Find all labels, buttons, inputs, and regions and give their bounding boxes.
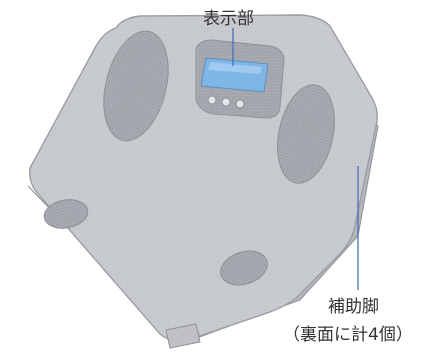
panel-button-3 bbox=[235, 99, 245, 109]
panel-button-2 bbox=[221, 97, 231, 107]
panel-button-1 bbox=[207, 95, 217, 105]
left-foot-pad bbox=[103, 30, 169, 142]
auxiliary-foot-note: （裏面に計4個） bbox=[283, 325, 413, 345]
bottom-left-pad bbox=[43, 199, 89, 229]
right-foot-pad bbox=[277, 84, 335, 184]
display-label: 表示部 bbox=[203, 9, 254, 29]
lcd-highlight bbox=[208, 62, 262, 74]
bottom-center-pad bbox=[220, 250, 268, 286]
auxiliary-foot-label: 補助脚 bbox=[328, 297, 379, 317]
auxiliary-foot bbox=[165, 323, 201, 349]
